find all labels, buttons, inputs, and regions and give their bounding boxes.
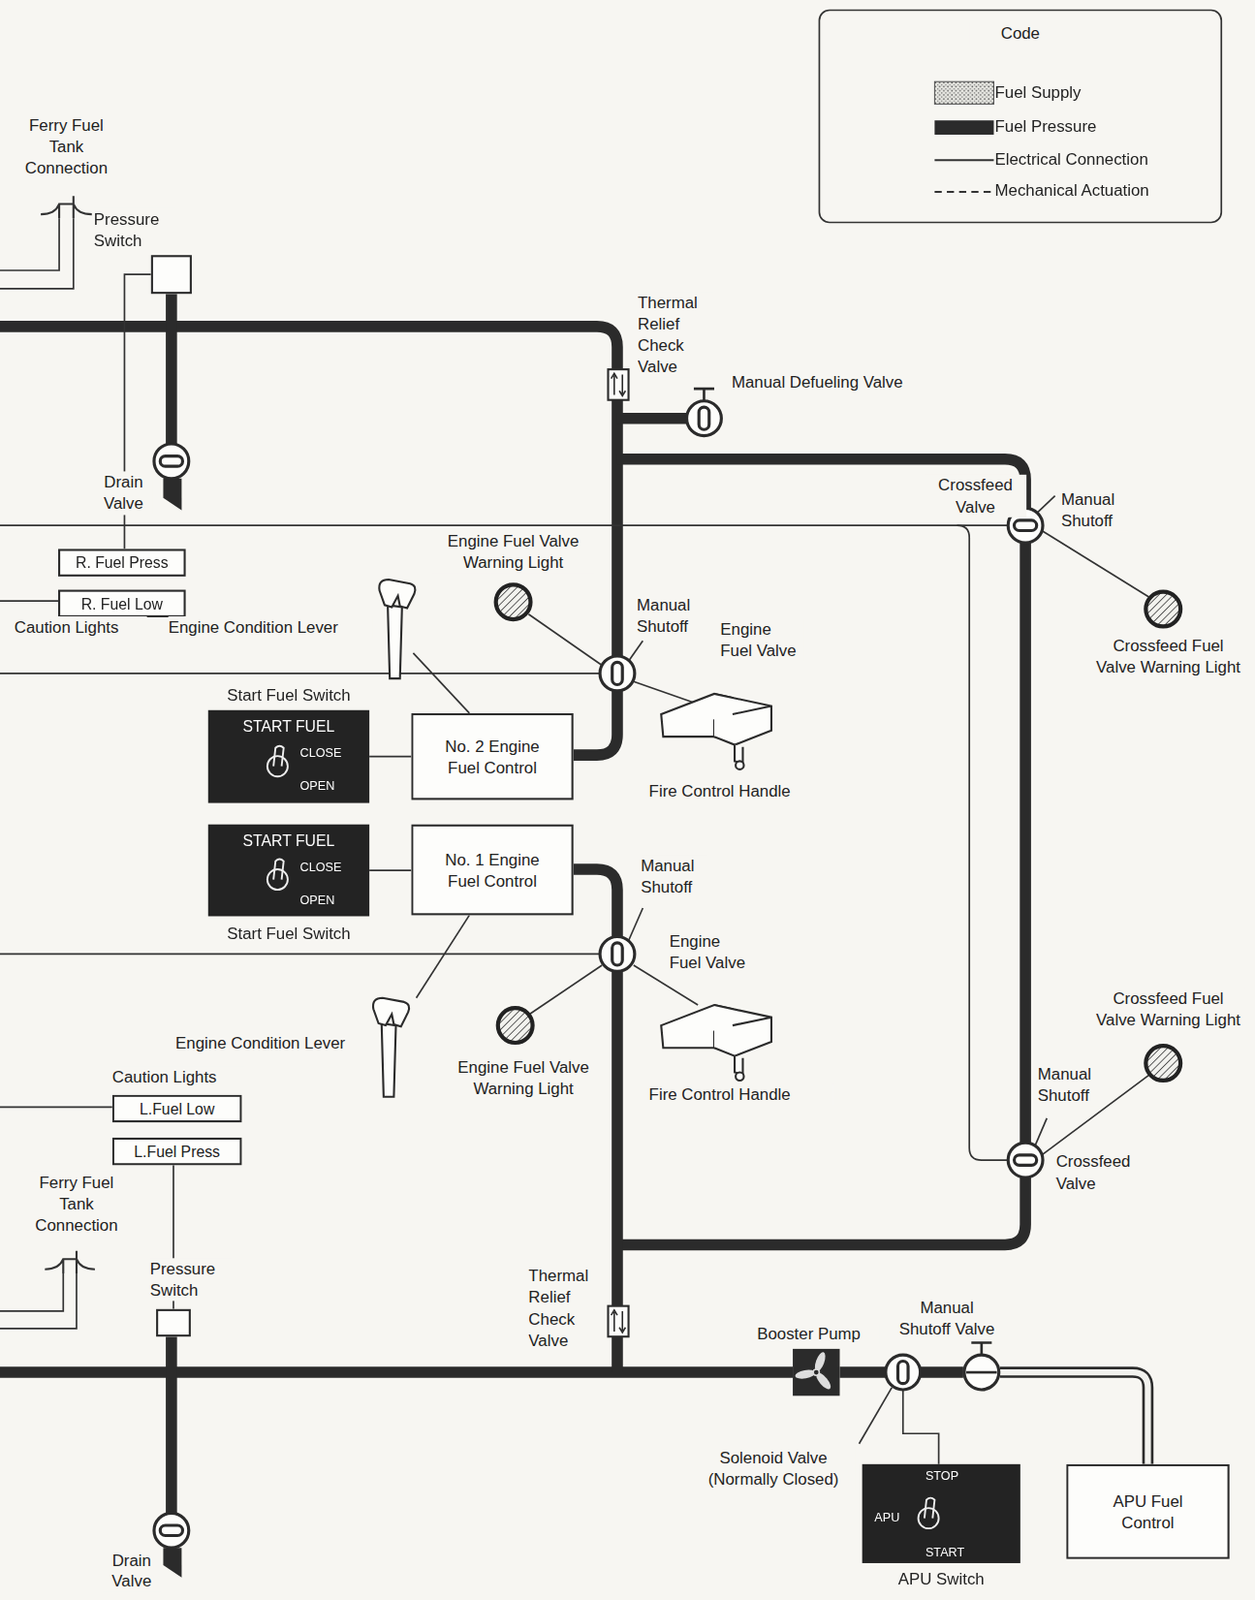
component-box: R. Fuel Low <box>58 590 187 618</box>
part-label: Manual Defueling Valve <box>731 371 957 393</box>
supply-pipe <box>1000 1372 1149 1465</box>
node-text: APU Fuel Control <box>1089 1490 1207 1534</box>
booster-pump <box>792 1349 840 1396</box>
part-label: Engine Fuel Valve Warning Light <box>441 1056 605 1099</box>
node-text: L.Fuel Low <box>139 1098 215 1120</box>
part-label: Ferry Fuel Tank Connection <box>31 1171 124 1236</box>
pressure-switch-box: Pressure Switch <box>156 1309 191 1337</box>
switch-panel: STOPAPUSTARTAPU Switch <box>862 1464 1021 1564</box>
warning-light <box>496 584 1181 1081</box>
part-label: Ferry Fuel Tank Connection <box>20 114 113 179</box>
node-text: Pressure Switch <box>150 1257 232 1301</box>
node-text: APU Switch <box>851 1568 1031 1590</box>
part-label: Crossfeed Fuel Valve Warning Light <box>1092 634 1246 678</box>
node-text: No. 2 Engine Fuel Control <box>433 735 551 779</box>
part-label: Manual Shutoff <box>640 854 708 898</box>
component-box: L.Fuel Press <box>112 1137 243 1165</box>
part-label: Crossfeed Valve <box>1056 1151 1138 1194</box>
node-text: START FUEL <box>208 716 370 737</box>
component-box: No. 2 Engine Fuel Control <box>410 713 573 800</box>
electrical-wires <box>0 218 1151 1465</box>
part-label: Fire Control Handle <box>649 780 834 802</box>
switch-panel <box>208 710 1021 1564</box>
node-text: OPEN <box>300 777 362 795</box>
part-label: Engine Fuel Valve <box>669 930 753 973</box>
component-box: R. Fuel Press <box>58 548 187 576</box>
node-text: R. Fuel Low <box>81 593 163 615</box>
legend-text: Electrical Connection <box>995 149 1149 170</box>
mechanical-sample <box>934 190 994 193</box>
part-label: Manual Shutoff <box>636 594 704 637</box>
node-text: START FUEL <box>208 830 370 851</box>
component-box: APU Fuel Control <box>1066 1464 1229 1560</box>
node-text: L.Fuel Press <box>133 1140 220 1162</box>
node-text: STOP <box>925 1467 998 1485</box>
part-label: Engine Condition Lever <box>168 616 374 638</box>
node-text: Start Fuel Switch <box>188 684 390 706</box>
part-label: Engine Fuel Valve <box>720 618 804 661</box>
thermal-relief-valve <box>607 369 628 1337</box>
node-text: Start Fuel Switch <box>188 922 390 944</box>
fuel-pipes <box>0 293 1148 1513</box>
ferry-connection-symbol <box>40 195 95 1274</box>
electrical-connector <box>369 755 411 758</box>
legend-text: Fuel Pressure <box>995 116 1098 137</box>
legend-swatch <box>934 120 994 135</box>
part-label: Crossfeed Fuel Valve Warning Light <box>1092 987 1246 1031</box>
node-text: APU <box>874 1508 915 1527</box>
part-label: Crossfeed Valve <box>924 474 1027 518</box>
valve-handles <box>693 388 998 1373</box>
valve-symbols <box>154 401 1043 1548</box>
legend-text: Fuel Supply <box>995 82 1082 103</box>
node-text: R. Fuel Press <box>75 552 169 574</box>
part-label: Fire Control Handle <box>649 1083 834 1105</box>
electrical-sample <box>934 158 994 161</box>
part-label: Engine Condition Lever <box>175 1032 380 1054</box>
legend-heading: Code <box>969 22 1071 44</box>
fuel-supply-sample <box>934 81 994 104</box>
part-label: Manual Shutoff Valve <box>895 1296 998 1340</box>
part-label: Solenoid Valve (Normally Closed) <box>691 1446 855 1490</box>
part-label: Manual Shutoff <box>1061 488 1129 532</box>
switch-panel: Start Fuel SwitchSTART FUELCLOSEOPEN <box>208 710 370 804</box>
electrical-connector <box>369 869 411 872</box>
node-text: START <box>925 1543 998 1562</box>
component-box: L.Fuel Low <box>112 1095 243 1123</box>
switch-panel: START FUELCLOSEOPENStart Fuel Switch <box>208 824 370 917</box>
part-label: Engine Fuel Valve Warning Light <box>431 530 595 573</box>
part-label: Thermal Relief Check Valve <box>528 1265 605 1351</box>
node-text: No. 1 Engine Fuel Control <box>433 847 551 891</box>
drain-outlets <box>162 478 182 1578</box>
node-text: CLOSE <box>300 858 362 877</box>
legend-box <box>818 10 1222 223</box>
part-label: Caution Lights <box>14 616 148 638</box>
node-text: OPEN <box>300 891 362 910</box>
legend-text: Mechanical Actuation <box>995 180 1150 201</box>
part-label: Caution Lights <box>112 1066 246 1088</box>
part-label: Drain Valve <box>94 470 154 514</box>
component-box: No. 1 Engine Fuel Control <box>410 824 573 916</box>
node-text: Pressure Switch <box>94 208 176 251</box>
pressure-switch-box: Pressure Switch <box>151 254 192 294</box>
node-text: CLOSE <box>300 745 362 763</box>
engine-condition-lever <box>373 579 415 1098</box>
part-label: Drain Valve <box>101 1550 161 1592</box>
part-label: Booster Pump <box>756 1323 879 1346</box>
part-label: Thermal Relief Check Valve <box>637 291 715 377</box>
part-label: Manual Shutoff <box>1037 1063 1105 1106</box>
